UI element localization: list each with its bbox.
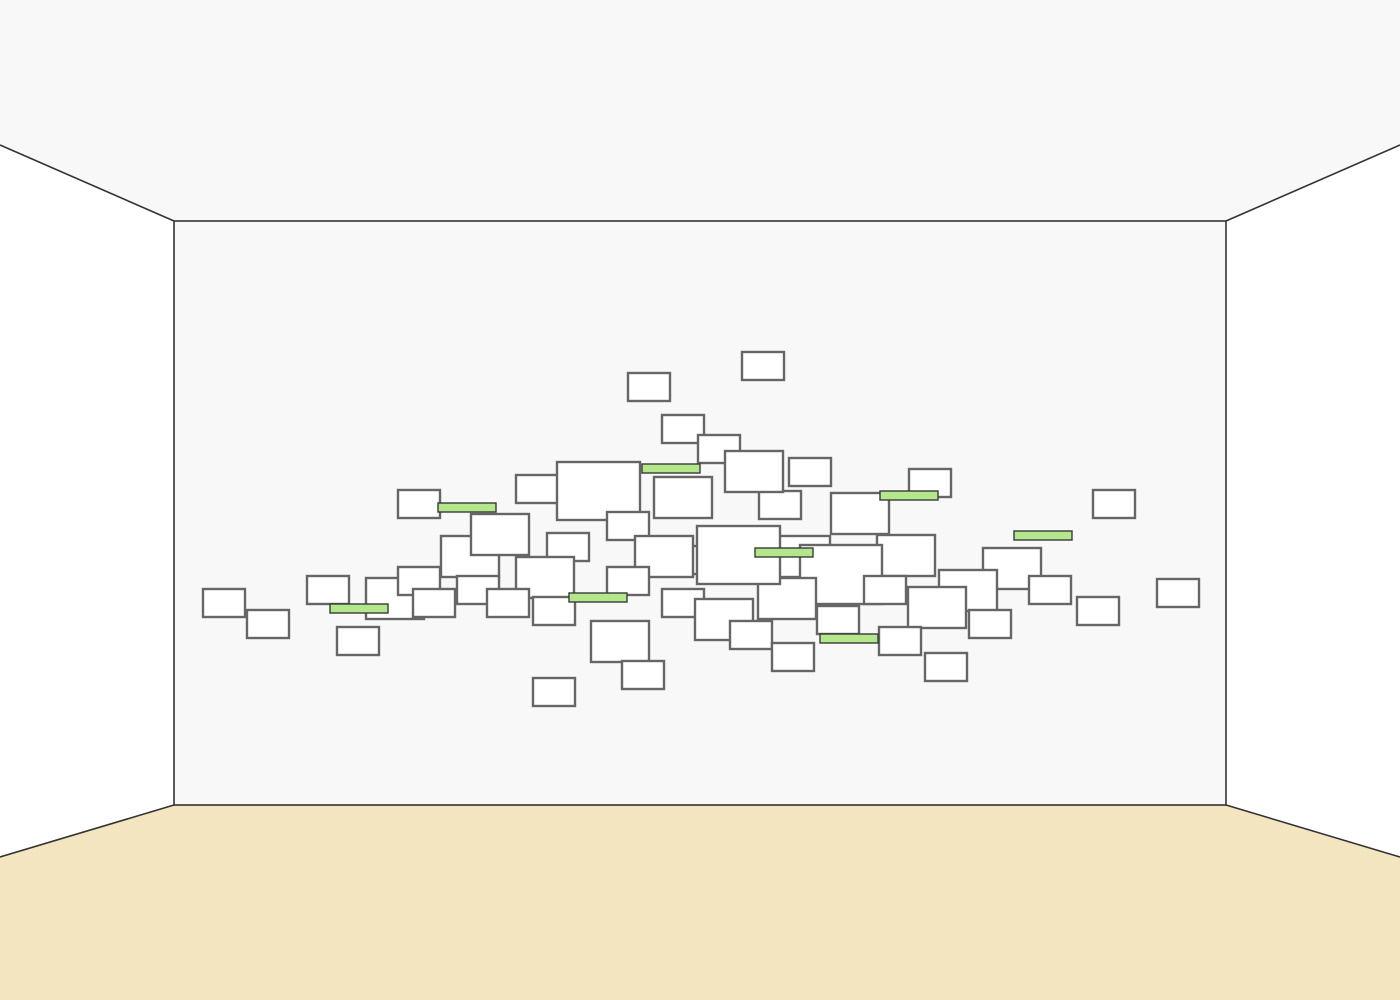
frame — [245, 608, 291, 640]
ceiling — [0, 0, 1400, 221]
frame — [862, 574, 908, 606]
green-bar — [568, 592, 628, 603]
ceiling-edge-right — [1225, 144, 1400, 222]
frame — [605, 565, 651, 597]
ceiling-edge-left — [0, 144, 175, 222]
frame — [923, 651, 969, 683]
frame-large — [555, 460, 642, 522]
frame — [514, 473, 560, 505]
frame — [1091, 488, 1137, 520]
frame — [485, 587, 531, 619]
green-bar — [819, 633, 879, 644]
frame — [1027, 574, 1073, 606]
green-bar — [754, 547, 814, 558]
frame-large — [723, 449, 785, 494]
frame — [728, 619, 774, 651]
frame — [411, 587, 457, 619]
green-bar — [437, 502, 497, 513]
floor-edge-right — [1225, 804, 1400, 858]
frame-large — [589, 619, 651, 664]
frame — [531, 595, 577, 627]
frame — [815, 604, 861, 636]
frame — [967, 608, 1013, 640]
frame — [1075, 595, 1121, 627]
green-bar — [329, 603, 389, 614]
frame — [305, 574, 351, 606]
frame-large — [469, 512, 531, 557]
frame — [396, 488, 442, 520]
frame — [787, 456, 833, 488]
frame — [757, 489, 803, 521]
frame — [877, 625, 923, 657]
wall-frames — [201, 350, 1201, 708]
frame — [201, 587, 247, 619]
left-wall — [0, 145, 174, 857]
frame-large — [652, 475, 714, 520]
right-wall — [1226, 145, 1400, 857]
room-edges — [0, 144, 1400, 858]
frame — [620, 659, 666, 691]
floor-edge-left — [0, 804, 175, 858]
green-bar — [641, 463, 701, 474]
floor — [0, 805, 1400, 1000]
frame — [1155, 577, 1201, 609]
frame — [770, 641, 816, 673]
frame — [335, 625, 381, 657]
green-bar — [1013, 530, 1073, 541]
green-bar — [879, 490, 939, 501]
frame — [531, 676, 577, 708]
frame — [626, 371, 672, 403]
frame-large — [875, 533, 937, 578]
frame — [740, 350, 786, 382]
frame-large — [906, 585, 968, 630]
